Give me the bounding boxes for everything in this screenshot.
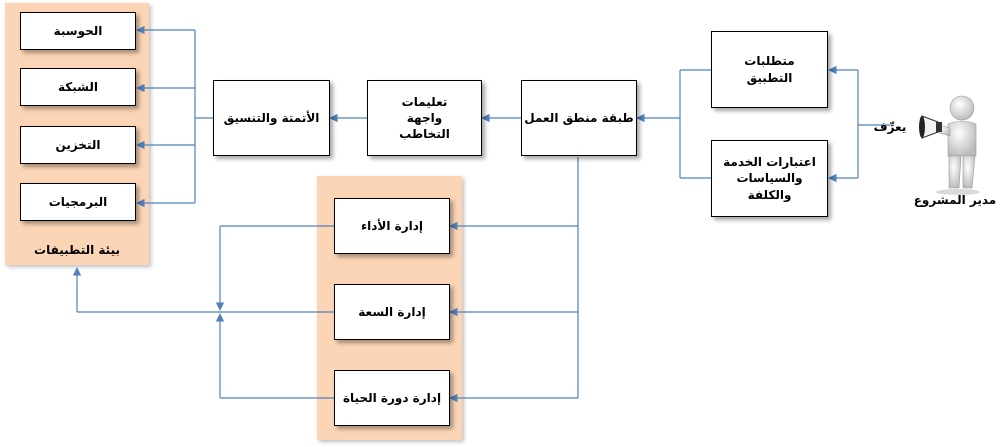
business-logic-box: طبقة منطق العمل bbox=[521, 80, 637, 156]
app-requirements-box: متطلبات التطبيق bbox=[711, 31, 828, 108]
interface-instructions-box: تعليمات واجهة التخاطب bbox=[367, 80, 482, 156]
automation-orchestration-box: الأتمتة والتنسيق bbox=[213, 80, 330, 156]
application-environment-label: بيئة التطبيقات bbox=[34, 243, 120, 257]
lifecycle-management-box: إدارة دورة الحياة bbox=[334, 370, 450, 426]
network-box: الشبكة bbox=[20, 68, 136, 106]
storage-box: التخزين bbox=[20, 126, 136, 164]
performance-management-box: إدارة الأداء bbox=[334, 198, 450, 254]
defines-label: يعرِّف bbox=[873, 120, 907, 134]
capacity-management-box: إدارة السعة bbox=[334, 284, 450, 340]
project-manager-label: مدير المشروع bbox=[913, 193, 997, 207]
software-box: البرمجيات bbox=[20, 183, 136, 221]
project-manager-figure-icon bbox=[919, 95, 980, 195]
computing-box: الحوسبة bbox=[20, 12, 136, 50]
service-considerations-box: اعتبارات الخدمة والسياسات والكلفة bbox=[711, 140, 828, 217]
